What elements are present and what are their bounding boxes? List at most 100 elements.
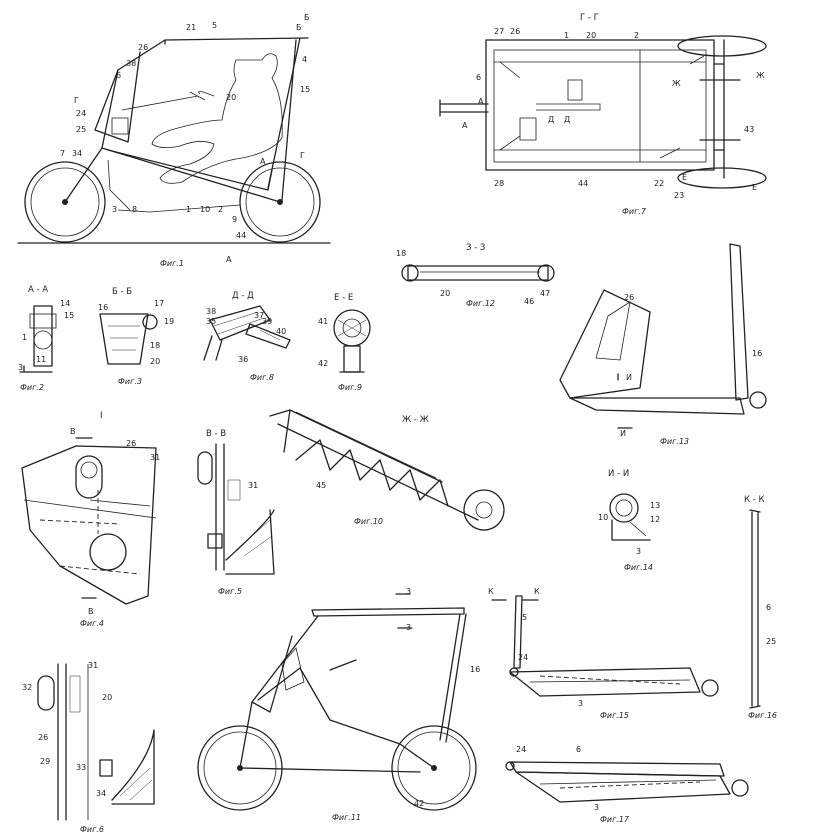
fig17-label: 6 bbox=[576, 745, 581, 754]
fig16-caption: Фиг.16 bbox=[748, 711, 777, 720]
fig8-label: 36 bbox=[238, 355, 248, 364]
fig14-label: 3 bbox=[636, 547, 641, 556]
fig8-label: 37 bbox=[254, 311, 264, 320]
fig11-label: 3 bbox=[406, 623, 411, 632]
fig15-label: 3 bbox=[578, 699, 583, 708]
fig4-caption: Фиг.4 bbox=[80, 619, 104, 628]
fig7-label: 6 bbox=[476, 73, 481, 82]
fig5-label: 31 bbox=[248, 481, 258, 490]
fig16-label: 25 bbox=[766, 637, 776, 646]
fig10-caption: Фиг.10 bbox=[354, 517, 383, 526]
fig1-label: 8 bbox=[132, 205, 137, 214]
fig4-label: 31 bbox=[150, 453, 160, 462]
fig1-label: 24 bbox=[76, 109, 86, 118]
fig9-section-title: Е - Е bbox=[334, 293, 353, 303]
fig1-label: Г bbox=[300, 151, 305, 160]
fig7-label: А bbox=[478, 97, 484, 106]
fig7-section-title: Г - Г bbox=[580, 13, 599, 23]
fig4-label: 26 bbox=[126, 439, 136, 448]
fig2-label: 14 bbox=[60, 299, 70, 308]
fig3-caption: Фиг.3 bbox=[118, 377, 142, 386]
fig5-section-vv: В - В 31 Фиг.5 bbox=[197, 429, 275, 596]
fig17-caption: Фиг.17 bbox=[600, 815, 630, 824]
fig2-label: 1 bbox=[22, 333, 27, 342]
fig5-caption: Фиг.5 bbox=[218, 587, 242, 596]
fig14-caption: Фиг.14 bbox=[624, 563, 653, 572]
fig12-section-title: З - З bbox=[466, 243, 485, 253]
fig12-caption: Фиг.12 bbox=[466, 299, 495, 308]
fig1-side-view-with-rider: 21 5 Б 26 38 6 4 15 20 Г 7 24 25 34 3 8 … bbox=[17, 13, 331, 268]
fig1-label: 1 bbox=[186, 205, 191, 214]
fig13-label: И bbox=[626, 373, 632, 382]
fig11-label: 42 bbox=[414, 799, 424, 808]
fig7-plan-view: Г - Г 27 26 1 20 2 Ж 6 Ж А Д Д 43 28 44 … bbox=[439, 13, 767, 216]
fig7-label: Д bbox=[564, 115, 570, 124]
fig15-caption: Фиг.15 bbox=[600, 711, 629, 720]
fig14-section-ii: И - И 13 10 12 3 Фиг.14 bbox=[598, 469, 660, 572]
fig15-label: К bbox=[534, 587, 540, 596]
fig1-label: 26 bbox=[138, 43, 148, 52]
fig17-label: 3 bbox=[594, 803, 599, 812]
fig1-label: 44 bbox=[236, 231, 246, 240]
fig12-label: 46 bbox=[524, 297, 534, 306]
fig7-label: 1 bbox=[564, 31, 569, 40]
fig6-section: 32 31 20 26 29 33 34 Фиг.6 bbox=[22, 661, 155, 834]
fig6-label: 34 bbox=[96, 789, 106, 798]
fig12-label: 18 bbox=[396, 249, 406, 258]
fig17-label: 24 bbox=[516, 745, 526, 754]
fig13-label: И bbox=[620, 429, 626, 438]
fig10-section-zhzh: Ж - Ж 45 Фиг.10 bbox=[269, 409, 505, 531]
fig1-label: 38 bbox=[126, 59, 136, 68]
fig1-label: 34 bbox=[72, 149, 82, 158]
fig13-folded-frame: 26 16 И И Фиг.13 bbox=[559, 243, 767, 446]
fig2-label: 3 bbox=[18, 363, 23, 372]
fig7-label: 44 bbox=[578, 179, 588, 188]
fig3-label: 16 bbox=[98, 303, 108, 312]
fig9-label: 41 bbox=[318, 317, 328, 326]
fig6-label: 20 bbox=[102, 693, 112, 702]
fig14-label: 12 bbox=[650, 515, 660, 524]
fig1-label: 6 bbox=[116, 71, 121, 80]
fig12-label: 20 bbox=[440, 289, 450, 298]
fig1-label: 2 bbox=[218, 205, 223, 214]
fig7-label: Д bbox=[548, 115, 554, 124]
fig2-label: 11 bbox=[36, 355, 46, 364]
fig8-label: 39 bbox=[262, 317, 272, 326]
fig7-label: Ж bbox=[756, 71, 765, 80]
fig3-label: 18 bbox=[150, 341, 160, 350]
fig6-label: 31 bbox=[88, 661, 98, 670]
fig6-caption: Фиг.6 bbox=[80, 825, 104, 834]
fig16-section-title: К - К bbox=[744, 495, 765, 505]
fig1-label: Г bbox=[74, 96, 79, 105]
fig3-section-bb: Б - Б 16 17 19 18 20 Фиг.3 bbox=[98, 287, 174, 386]
fig1-label: 21 bbox=[186, 23, 196, 32]
fig5-section-title: В - В bbox=[206, 429, 226, 439]
fig4-detail-I: I В 26 31 В Фиг.4 bbox=[21, 411, 160, 628]
fig8-label: 38 bbox=[206, 307, 216, 316]
fig15-label: К bbox=[488, 587, 494, 596]
fig1-label: А bbox=[260, 157, 266, 166]
fig6-label: 29 bbox=[40, 757, 50, 766]
fig9-section-ee: Е - Е 41 42 Фиг.9 bbox=[318, 293, 371, 392]
fig4-label: В bbox=[70, 427, 76, 436]
fig1-label: 9 bbox=[232, 215, 237, 224]
fig11-label: 16 bbox=[470, 665, 480, 674]
fig16-label: 6 bbox=[766, 603, 771, 612]
fig15-label: 5 bbox=[522, 613, 527, 622]
fig6-label: 32 bbox=[22, 683, 32, 692]
fig7-label: Е bbox=[682, 173, 687, 182]
fig8-label: 35 bbox=[206, 317, 216, 326]
fig8-section-dd: Д - Д 38 35 37 39 40 36 Фиг.8 bbox=[203, 291, 291, 382]
fig6-label: 26 bbox=[38, 733, 48, 742]
fig1-label: 3 bbox=[112, 205, 117, 214]
fig8-caption: Фиг.8 bbox=[250, 373, 274, 382]
fig1-label: Б bbox=[296, 23, 302, 32]
fig3-label: 17 bbox=[154, 299, 164, 308]
fig2-section-aa: А - А 14 15 1 11 3 Фиг.2 bbox=[18, 285, 74, 392]
fig10-section-title: Ж - Ж bbox=[402, 415, 429, 425]
fig3-section-title: Б - Б bbox=[112, 287, 132, 297]
fig17-folded-frame: 24 6 3 Фиг.17 bbox=[505, 745, 749, 824]
fig14-section-title: И - И bbox=[608, 469, 629, 479]
fig7-label: 2 bbox=[634, 31, 639, 40]
